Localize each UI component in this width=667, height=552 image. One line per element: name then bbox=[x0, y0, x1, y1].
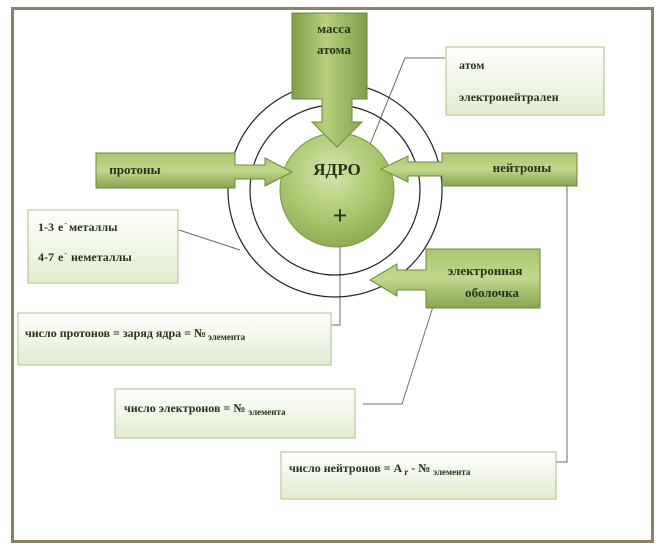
arrow-protons bbox=[95, 152, 294, 189]
arrow-shell bbox=[369, 248, 541, 309]
connector-electrons bbox=[363, 293, 438, 405]
arrow-neutrons-label: нейтроны bbox=[493, 160, 552, 175]
arrow-shell-line1: электронная bbox=[448, 263, 523, 278]
connector-neutral bbox=[366, 57, 445, 153]
connector-lines bbox=[178, 57, 568, 463]
box-neutral-line1: атом bbox=[459, 58, 484, 72]
box-electrons bbox=[114, 388, 356, 439]
connector-neutrons bbox=[556, 170, 568, 463]
arrow-mass bbox=[291, 12, 368, 148]
arrow-mass-line2: атома bbox=[317, 42, 351, 57]
nucleus-charge: + bbox=[333, 201, 348, 230]
box-neutrons bbox=[280, 451, 557, 500]
connector-metals bbox=[178, 229, 241, 251]
arrow-shell-line2: оболочка bbox=[465, 285, 519, 300]
box-neutral bbox=[445, 46, 605, 116]
arrow-neutrons bbox=[379, 152, 578, 187]
box-neutral-line2: электронейтрален bbox=[459, 90, 559, 104]
arrow-protons-label: протоны bbox=[109, 162, 160, 177]
nucleus-label: ЯДРО bbox=[313, 160, 360, 179]
connector-protons bbox=[330, 220, 341, 326]
box-metals bbox=[27, 209, 179, 284]
box-protons bbox=[17, 312, 332, 366]
arrow-mass-line1: масса bbox=[317, 21, 351, 36]
